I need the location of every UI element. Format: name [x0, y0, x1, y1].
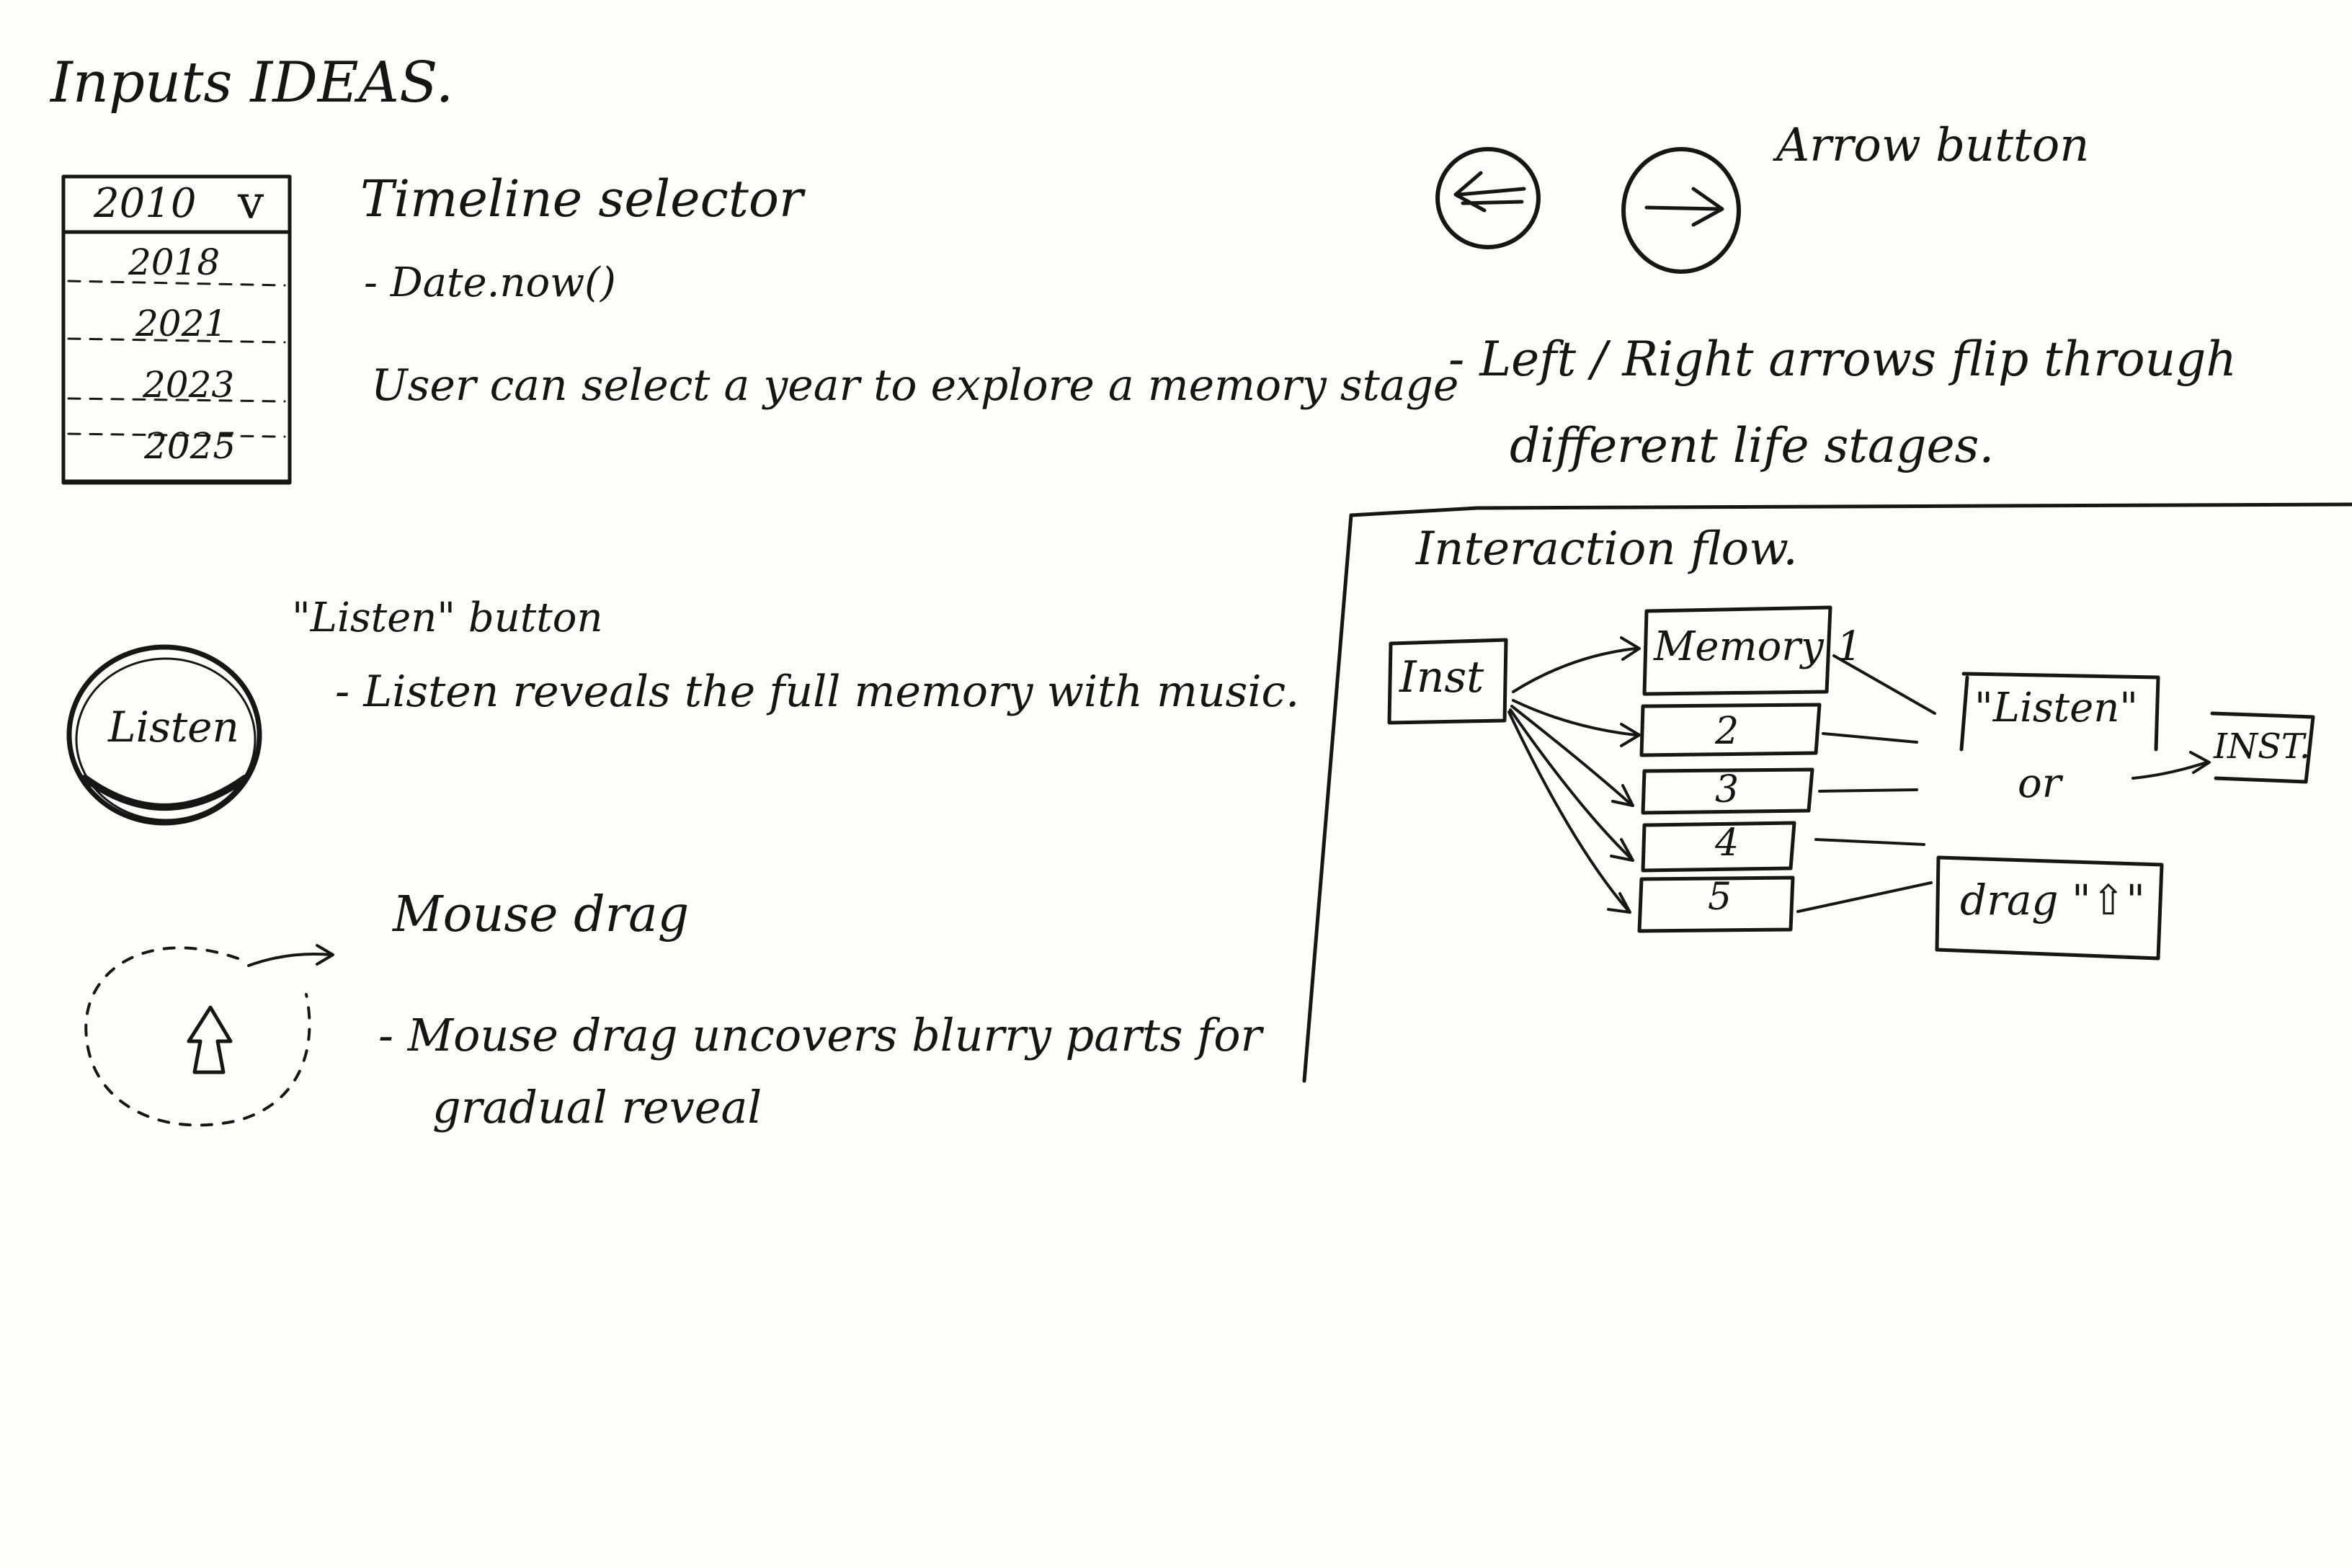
- arrow-right-icon: [1644, 187, 1724, 227]
- page-title: Inputs IDEAS.: [50, 50, 454, 115]
- mouse-drag-description-2: gradual reveal: [432, 1081, 762, 1133]
- arrow-left-icon: [1453, 171, 1526, 213]
- flow-memory-node: 2: [1715, 710, 1740, 753]
- flow-boxes: [1387, 605, 2315, 961]
- flow-memory-node: 5: [1708, 876, 1732, 919]
- flow-memory-node: Memory 1: [1654, 623, 1863, 670]
- timeline-title: Timeline selector: [360, 169, 803, 228]
- listen-title: "Listen" button: [292, 594, 603, 641]
- dropdown-option: 2023: [143, 364, 235, 406]
- flow-start-node: Inst: [1399, 652, 1484, 703]
- dropdown-option: 2021: [135, 303, 228, 344]
- flow-action-drag: drag "⇧": [1960, 876, 2145, 925]
- mouse-drag-sketch: [84, 944, 334, 1127]
- flow-action-listen: "Listen": [1974, 685, 2139, 731]
- flow-memory-node: 3: [1715, 768, 1740, 811]
- dropdown-option: 2025: [144, 425, 236, 467]
- flow-title: Interaction flow.: [1416, 522, 1798, 576]
- listen-button-sketch: [66, 644, 262, 826]
- chevron-down-icon: v: [238, 177, 264, 230]
- timeline-description: User can select a year to explore a memo…: [371, 360, 1459, 411]
- flow-frame: [1302, 502, 2352, 1083]
- flow-memory-node: 4: [1715, 821, 1740, 865]
- dropdown-option: 2018: [128, 241, 220, 283]
- mouse-drag-title: Mouse drag: [393, 886, 690, 943]
- arrow-button-title: Arrow button: [1776, 119, 2090, 172]
- flow-or-label: or: [2018, 760, 2062, 807]
- flow-end-node: INST.: [2214, 726, 2311, 767]
- arrow-buttons-sketch: [1435, 147, 1741, 274]
- cursor-arrow-icon: [187, 1005, 233, 1074]
- listen-button-label: Listen: [108, 703, 239, 752]
- listen-description: - Listen reveals the full memory with mu…: [335, 667, 1300, 717]
- arrow-description-2: different life stages.: [1510, 418, 1995, 473]
- arrow-description-1: - Left / Right arrows flip through: [1448, 331, 2237, 387]
- flow-connectors: [1507, 636, 2211, 914]
- timeline-code: - Date.now(): [364, 259, 616, 306]
- dropdown-selected-year: 2010: [94, 180, 197, 227]
- timeline-dropdown-sketch: [61, 174, 292, 485]
- mouse-drag-description-1: - Mouse drag uncovers blurry parts for: [378, 1009, 1262, 1061]
